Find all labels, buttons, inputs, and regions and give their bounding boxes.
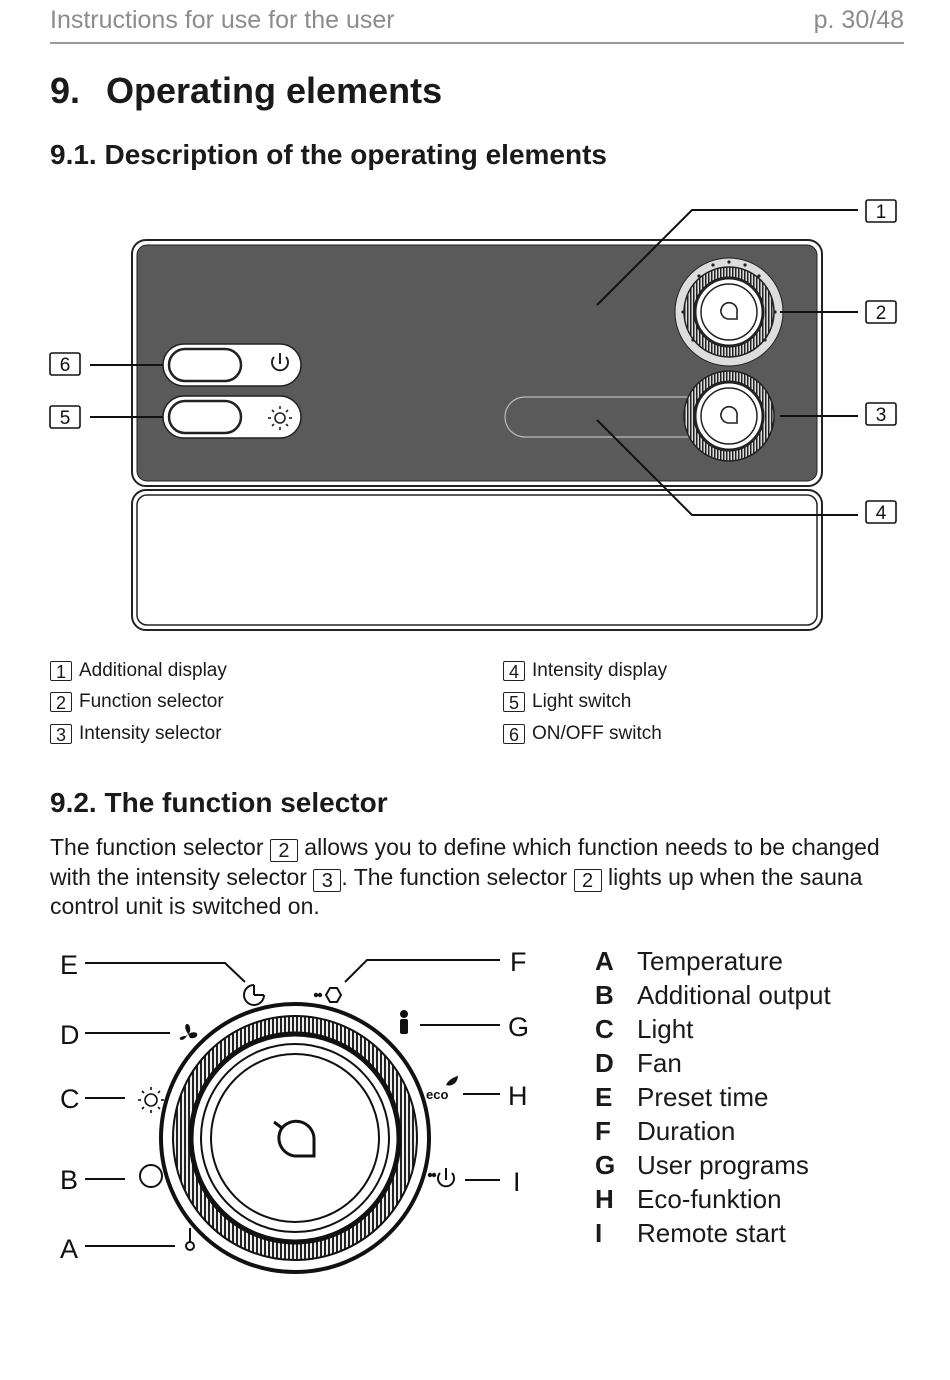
callout-5: 5 (49, 405, 81, 429)
letter-g: G (508, 1012, 529, 1042)
letter-h: H (508, 1081, 528, 1111)
subsection-heading-function-selector: 9.2. The function selector (50, 787, 388, 818)
leader-lines (90, 209, 858, 516)
intensity-display (504, 396, 701, 438)
callout-6: 6 (49, 352, 81, 376)
svg-text:2: 2 (876, 303, 887, 324)
svg-text:1: 1 (876, 202, 887, 223)
letter-a: A (60, 1234, 78, 1264)
fan-icon (179, 1023, 198, 1040)
letter-f: F (510, 947, 527, 977)
section-number: 9. (50, 70, 81, 111)
light-icon (268, 406, 292, 430)
logo-icon (720, 405, 738, 424)
letter-e: E (60, 950, 78, 980)
svg-text:3: 3 (876, 405, 887, 426)
duration-icon (313, 987, 343, 1003)
function-leader-lines (85, 959, 500, 1247)
subsection-heading-description: 9.1. Description of the operating elemen… (50, 139, 608, 170)
header-title: Instructions for use for the user (50, 6, 395, 34)
additional-output-icon (139, 1164, 163, 1188)
on-off-switch (162, 343, 302, 387)
user-programs-icon (400, 1010, 408, 1034)
remote-start-icon (427, 1168, 455, 1188)
svg-text:6: 6 (60, 355, 71, 376)
svg-text:4: 4 (876, 503, 887, 524)
control-unit-diagram: 1 2 3 4 5 6 (49, 199, 897, 631)
letter-b: B (60, 1165, 78, 1195)
logo-icon (273, 1119, 316, 1158)
function-selector-paragraph: The function selector 2 allows you to de… (50, 834, 880, 919)
letter-i: I (513, 1167, 521, 1197)
callout-3: 3 (865, 402, 897, 426)
svg-text:5: 5 (60, 408, 71, 429)
leaf-icon (446, 1075, 458, 1086)
thermometer-icon (185, 1228, 195, 1251)
preset-time-icon (243, 984, 265, 1006)
callout-4: 4 (865, 500, 897, 524)
function-selector-knob (674, 257, 784, 367)
selector-dial (159, 1002, 431, 1274)
function-selector-diagram: eco A B C D E F G H I (60, 947, 529, 1274)
lower-housing (131, 489, 823, 631)
section-heading: 9. Operating elements (50, 70, 442, 112)
letter-d: D (60, 1020, 80, 1050)
section-title: Operating elements (106, 70, 443, 111)
letter-c: C (60, 1084, 80, 1114)
callout-1: 1 (865, 199, 897, 223)
light-icon (138, 1087, 164, 1113)
intensity-selector-knob (683, 370, 775, 462)
logo-icon (720, 301, 738, 320)
page-number: p. 30/48 (813, 6, 904, 34)
light-switch (162, 395, 302, 439)
eco-icon: eco (426, 1087, 448, 1102)
power-icon (271, 353, 289, 372)
callout-2: 2 (865, 300, 897, 324)
page-header: Instructions for use for the user p. 30/… (50, 4, 904, 44)
